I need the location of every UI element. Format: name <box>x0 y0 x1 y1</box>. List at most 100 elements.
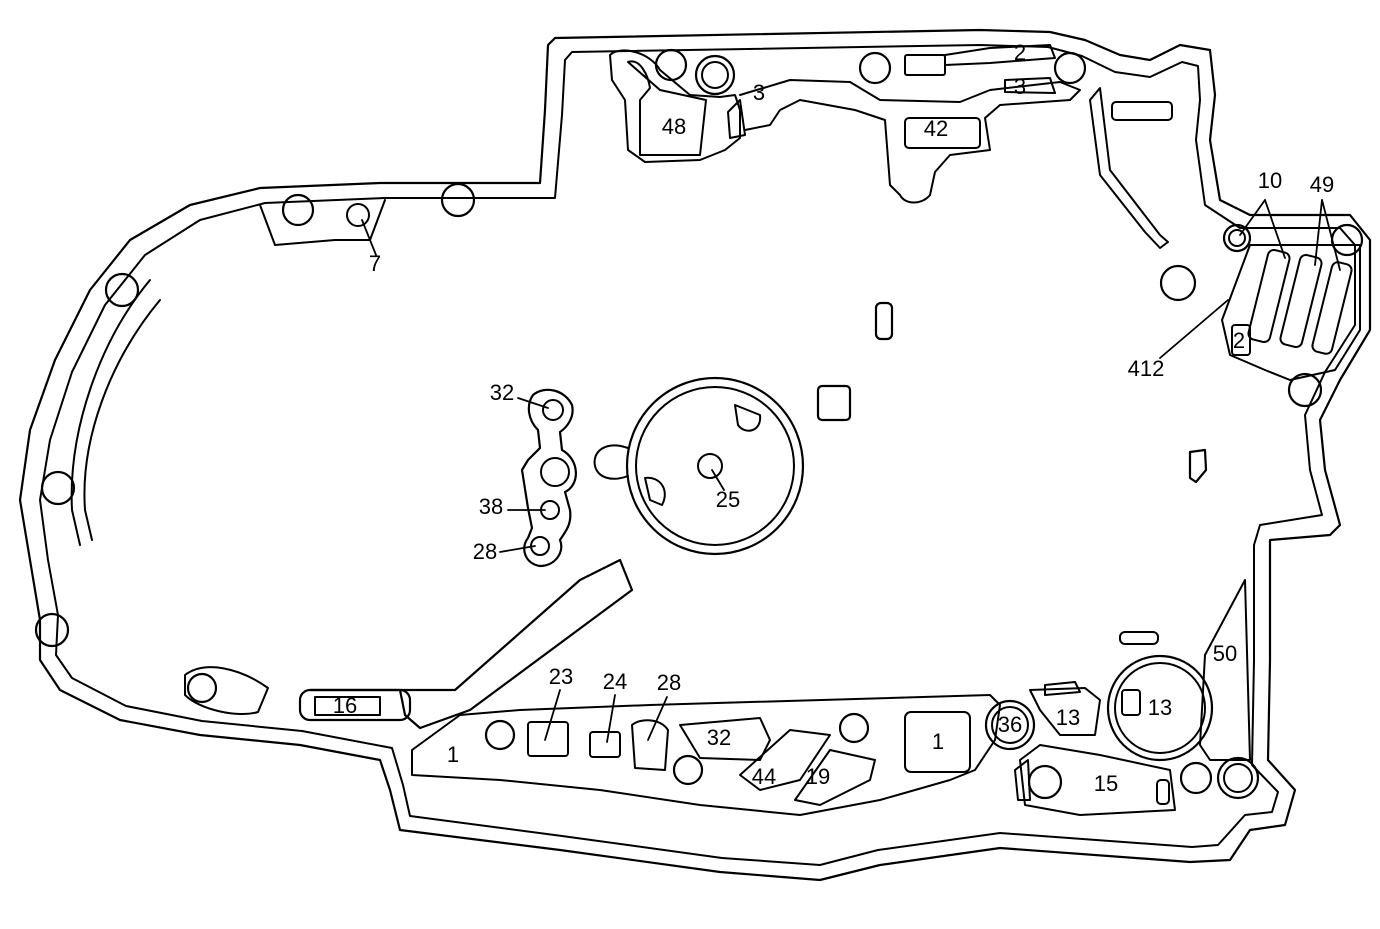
label-2-top: 2 <box>1014 40 1026 65</box>
leader-49a <box>1314 199 1323 266</box>
label-28-left: 28 <box>473 539 497 564</box>
label-25: 25 <box>716 487 740 512</box>
bolt-hole <box>1053 51 1087 85</box>
port-19 <box>794 749 876 806</box>
left-top-bump <box>259 199 386 246</box>
label-412: 412 <box>1128 356 1165 381</box>
channel-48-inner <box>627 60 707 156</box>
slot-49-right <box>1311 261 1353 355</box>
square-opening <box>816 384 852 422</box>
channel-top-ridge <box>739 79 1081 204</box>
port-16 <box>314 696 381 716</box>
label-19: 19 <box>806 764 830 789</box>
bolt-hole <box>1027 764 1063 800</box>
label-28-bottom: 28 <box>657 670 681 695</box>
diagonal-arm <box>308 558 634 730</box>
leader-412 <box>1159 299 1229 359</box>
port-23 <box>527 721 569 757</box>
left-arc-wall-inner <box>70 279 151 546</box>
bolt-hole <box>654 48 688 82</box>
leader-10a <box>1239 199 1266 236</box>
slot-above-13 <box>1119 631 1159 645</box>
label-23: 23 <box>549 664 573 689</box>
leader-25 <box>711 469 725 491</box>
label-24: 24 <box>603 669 627 694</box>
accumulator-bore-inner <box>635 386 795 546</box>
hole-36-outer <box>984 699 1036 751</box>
port-44 <box>739 729 831 791</box>
gasket-outer-outline <box>18 28 1372 882</box>
bolt-hole <box>1287 372 1323 408</box>
label-1-mid: 1 <box>932 729 944 754</box>
leader-32 <box>517 397 549 409</box>
bore-side-lobe <box>593 444 629 480</box>
port-28 <box>631 719 669 771</box>
leader-28-bottom <box>647 696 668 741</box>
dowel-hole-outer <box>1216 756 1260 800</box>
channel-3-left <box>727 99 746 139</box>
port-24 <box>589 731 621 758</box>
bolt-hole <box>186 672 218 704</box>
bolt-hole <box>440 182 476 218</box>
leader-10b <box>1264 199 1286 259</box>
slot-top-right <box>1111 101 1173 121</box>
slot-10 <box>1247 248 1291 344</box>
bolt-hole <box>672 754 704 786</box>
label-38: 38 <box>479 494 503 519</box>
leader-7 <box>361 219 377 256</box>
slot-opening <box>874 301 894 341</box>
port-32 <box>542 399 564 421</box>
label-15: 15 <box>1094 771 1118 796</box>
bore-passage <box>644 476 666 506</box>
leader-24 <box>606 694 616 743</box>
bore-passage <box>734 404 762 432</box>
dowel-hole-inner <box>701 61 729 89</box>
left-arc-wall <box>83 299 161 541</box>
port-13-small <box>1029 687 1101 736</box>
bolt-hole <box>281 193 315 227</box>
bottom-left-lobe <box>184 666 269 716</box>
left-port-cluster <box>520 388 577 568</box>
port-1-mid <box>904 711 971 773</box>
channel-50 <box>1199 579 1251 761</box>
label-49: 49 <box>1310 172 1334 197</box>
port-13-slot <box>1044 681 1081 696</box>
label-44: 44 <box>752 764 776 789</box>
bolt-hole <box>1179 761 1213 795</box>
slot-left-15 <box>1014 759 1031 801</box>
channel-15 <box>1019 744 1176 816</box>
label-10: 10 <box>1258 168 1282 193</box>
bore-13-outer <box>1106 654 1214 762</box>
port-32 <box>679 717 771 761</box>
label-42: 42 <box>924 116 948 141</box>
channel-3-top <box>1004 77 1056 94</box>
bore-center-hole <box>697 453 723 479</box>
dowel-hole-inner <box>1228 229 1246 247</box>
dowel-hole-outer <box>1222 223 1252 253</box>
label-16: 16 <box>333 693 357 718</box>
channel-2 <box>944 44 1056 66</box>
accumulator-bore-outer <box>625 376 805 556</box>
slot-2-right <box>1231 324 1251 356</box>
hole-36-inner <box>991 706 1029 744</box>
bolt-hole <box>1330 223 1364 257</box>
dowel-hole-inner <box>1223 763 1253 793</box>
diagonal-channel <box>1089 87 1169 249</box>
bolt-hole <box>484 719 516 751</box>
label-13-small: 13 <box>1056 705 1080 730</box>
leader-49b <box>1321 199 1341 271</box>
port-13-inner <box>1121 689 1141 716</box>
label-2-right: 2 <box>1233 328 1245 353</box>
gasket-inner-outline <box>39 44 1356 866</box>
label-7: 7 <box>369 251 381 276</box>
leader-28 <box>499 545 536 553</box>
slot-15 <box>1156 779 1170 805</box>
label-32-bottom: 32 <box>707 725 731 750</box>
label-48: 48 <box>662 114 686 139</box>
bolt-hole <box>858 51 892 85</box>
bore-13-inner <box>1114 662 1206 754</box>
channel-48 <box>609 49 741 163</box>
leader-23 <box>544 689 561 741</box>
